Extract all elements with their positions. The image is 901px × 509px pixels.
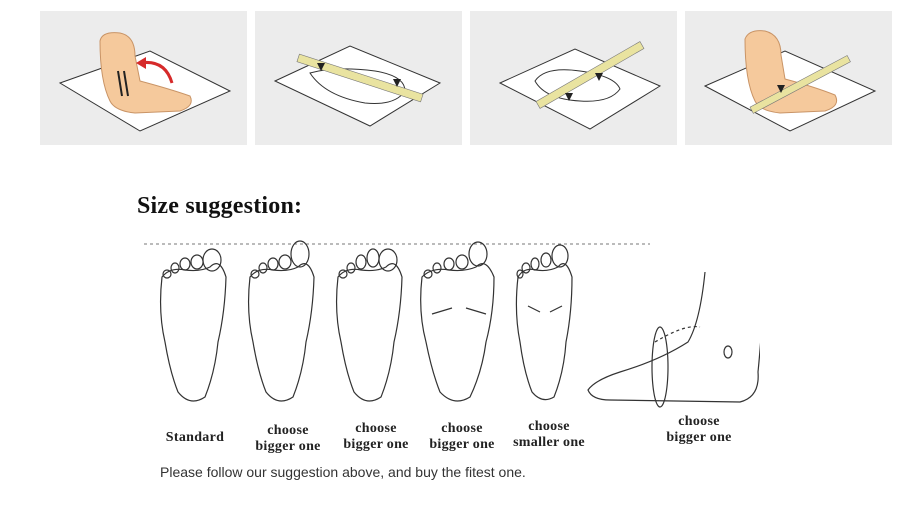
choose-smaller-label: choose smaller one — [504, 419, 594, 451]
choose-bigger-label-1-line2: bigger one — [255, 439, 321, 454]
side-view-foot-outline — [587, 271, 760, 408]
choose-bigger-label-3-line2: bigger one — [429, 437, 495, 452]
measure-step-4-panel — [685, 11, 892, 145]
side-view-choose-bigger-label: choose bigger one — [654, 414, 744, 446]
choose-smaller-label-line1: choose — [528, 419, 570, 434]
foot-width-ruler-illustration — [703, 30, 877, 132]
foot-outline-length-illustration — [273, 45, 442, 127]
smaller-foot-outline — [515, 244, 573, 401]
bigger-foot-outline-3 — [420, 241, 495, 402]
choose-bigger-label-2-line1: choose — [355, 421, 397, 436]
feet-comparison-illustration — [144, 240, 760, 408]
side-view-choose-bigger-label-line1: choose — [678, 414, 720, 429]
choose-bigger-label-1-line1: choose — [267, 423, 309, 438]
choose-smaller-label-line2: smaller one — [513, 435, 585, 450]
foot-on-paper-illustration — [58, 32, 232, 132]
measure-step-2-panel — [255, 11, 462, 145]
measure-step-1-panel — [40, 11, 247, 145]
suggestion-footer-text: Please follow our suggestion above, and … — [160, 464, 526, 480]
foot-outline-width-illustration — [498, 41, 662, 130]
choose-bigger-label-3: choose bigger one — [422, 421, 502, 453]
bigger-foot-outline-1 — [247, 240, 315, 402]
size-suggestion-title: Size suggestion: — [137, 193, 303, 219]
choose-bigger-label-2: choose bigger one — [336, 421, 416, 453]
choose-bigger-label-1: choose bigger one — [248, 423, 328, 455]
standard-label: Standard — [160, 430, 230, 446]
measure-step-3-panel — [470, 11, 677, 145]
choose-bigger-label-3-line1: choose — [441, 421, 483, 436]
choose-bigger-label-2-line2: bigger one — [343, 437, 409, 452]
standard-label-text: Standard — [165, 430, 225, 445]
standard-foot-outline — [159, 248, 227, 402]
side-view-choose-bigger-label-line2: bigger one — [666, 430, 732, 445]
bigger-foot-outline-2 — [335, 248, 403, 402]
